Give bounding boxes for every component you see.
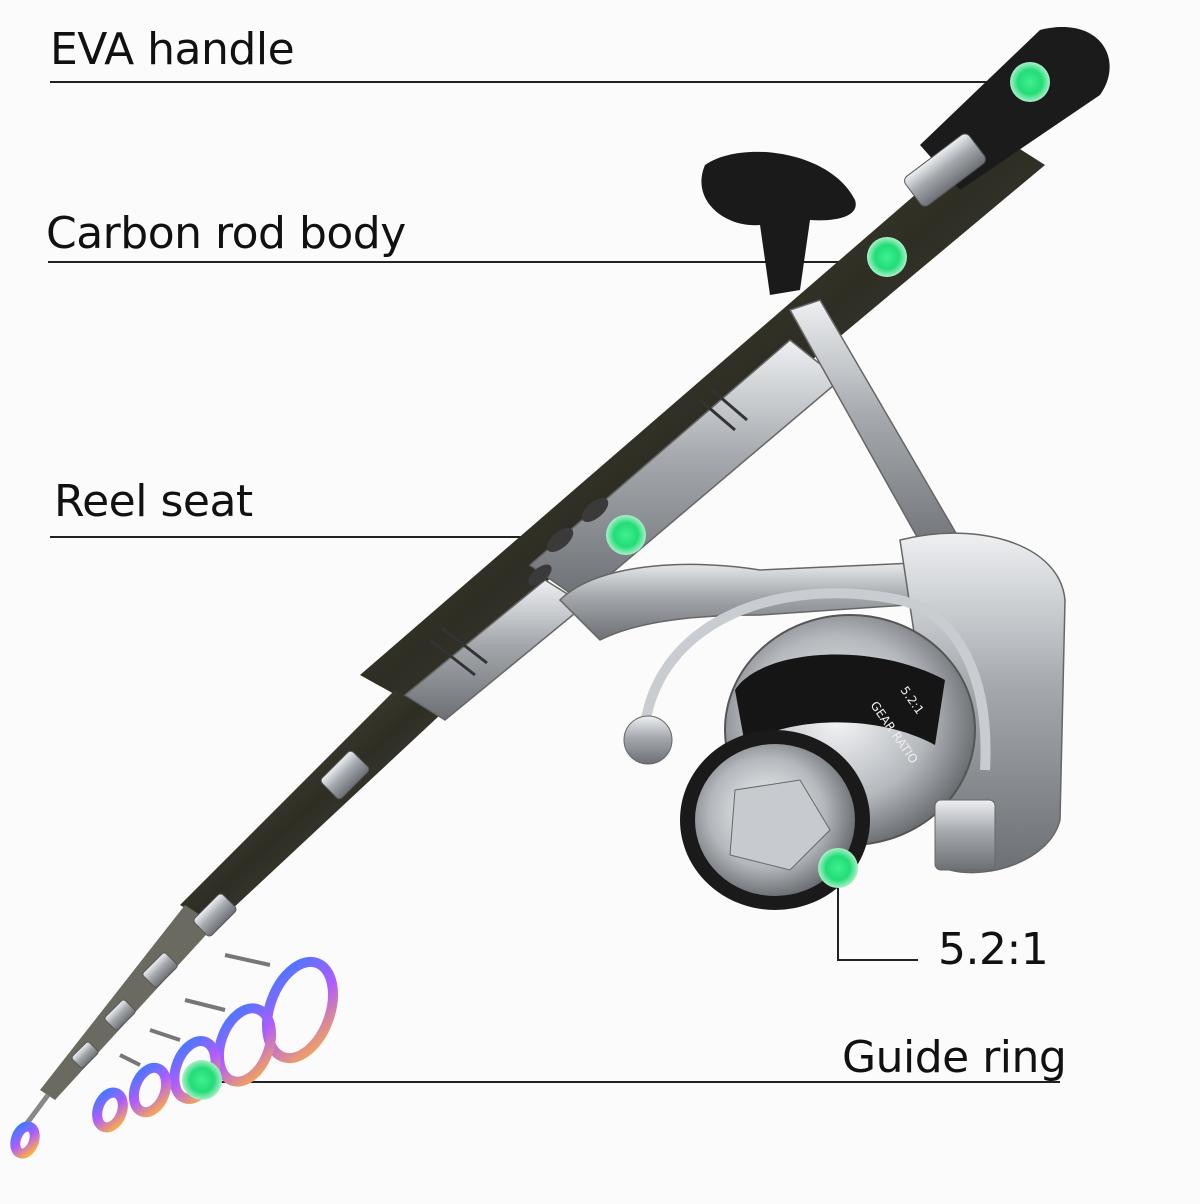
callout-markers [182,62,1050,1100]
label-eva-handle: EVA handle [50,24,295,75]
label-reel-seat: Reel seat [54,476,253,527]
leader-lines [48,81,1085,1083]
marker-reel-seat [606,515,646,555]
spinning-reel: GEAR RATIO 5.2:1 [558,151,1066,910]
leader-line-gear [837,868,918,961]
marker-gear-ratio [818,848,858,888]
guide-ring-1 [262,956,338,1064]
guide-ring-4 [128,1062,172,1118]
label-guide-ring: Guide ring [842,1032,1067,1083]
guide-ring-6 [10,1121,40,1159]
label-carbon-rod-body: Carbon rod body [46,208,406,259]
bail-wire [640,588,991,771]
marker-guide-ring [182,1060,222,1100]
guide-ring-2 [213,1003,277,1087]
lower-carbon-section [180,690,440,925]
label-gear-ratio: 5.2:1 [938,924,1049,975]
reel-handle-knob [701,151,856,295]
guide-ring-5 [92,1087,128,1133]
guide-rings [10,953,338,1159]
marker-carbon-body [867,237,907,277]
marker-eva-handle [1010,62,1050,102]
